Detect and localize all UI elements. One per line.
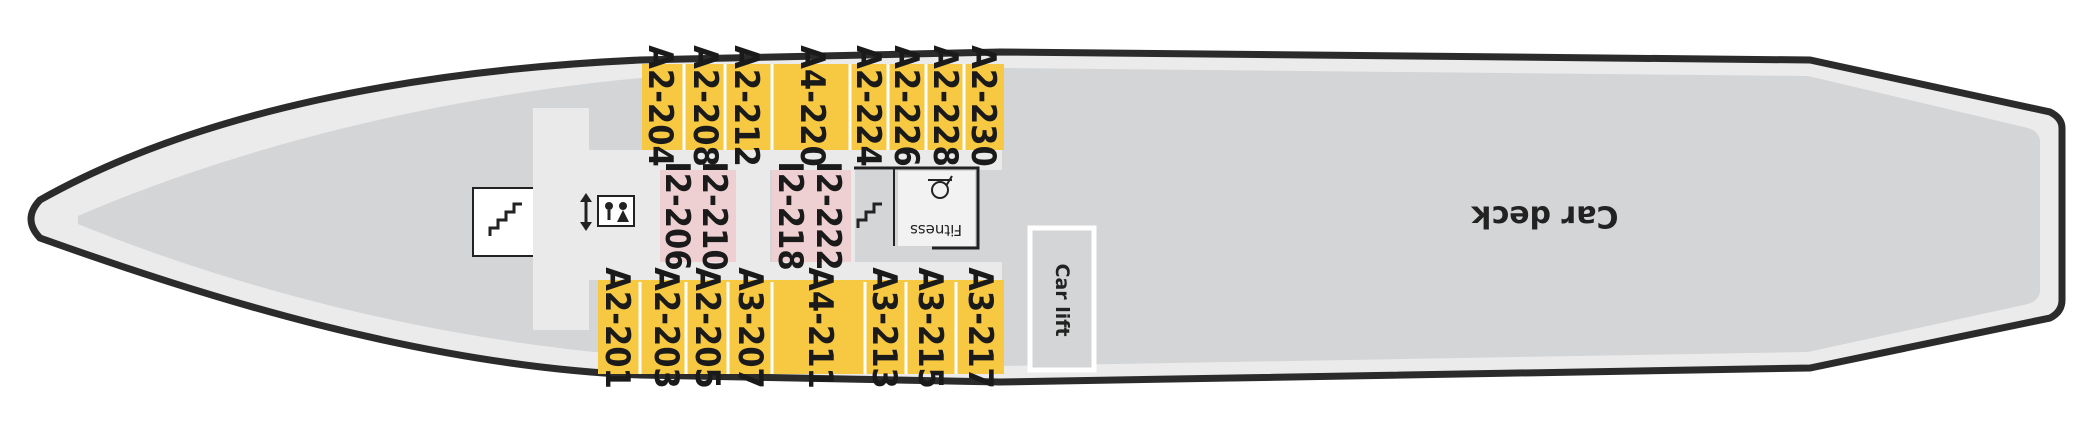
stair-hall <box>533 108 589 330</box>
car-lift <box>1027 225 1097 373</box>
wc-icon <box>597 195 635 227</box>
car-deck-label: Car deck <box>1470 199 1618 234</box>
corridor-left-top <box>533 150 593 170</box>
stairs-icon <box>856 202 882 228</box>
inside-cabin-block-2 <box>772 170 851 262</box>
cabin-label: A3-215 <box>910 267 950 389</box>
cabin-block-top <box>642 64 1004 150</box>
inside-cabin-label: I2-206 <box>657 161 697 270</box>
fitness-wall <box>854 166 980 250</box>
cabin-block-bottom <box>598 280 1004 374</box>
elevator-icon <box>580 193 592 231</box>
inside-cabin-block-1 <box>660 170 736 262</box>
cabin-label: A2-205 <box>687 267 727 389</box>
stair-wall <box>472 187 533 257</box>
cabin-label: A2-201 <box>597 267 637 389</box>
cabin-label: A2-228 <box>925 45 965 167</box>
inside-cabin-label: I2-218 <box>770 161 810 270</box>
car-lift-label: Car lift <box>1051 263 1073 336</box>
cabin-label: A2-208 <box>685 45 725 167</box>
corridor-bottom <box>590 262 1002 280</box>
inside-cabin-label: I2-222 <box>808 161 848 270</box>
cabin-label: A2-203 <box>646 267 686 389</box>
cabin-label: A3-217 <box>960 267 1000 389</box>
cabin-label: A2-230 <box>963 45 1003 167</box>
cabin-label: A3-213 <box>864 267 904 389</box>
inside-cabin-label: I2-210 <box>694 161 734 270</box>
cabin-label: A4-220 <box>792 45 832 167</box>
gym-icon <box>928 175 953 199</box>
cabin-label: A3-207 <box>730 267 770 389</box>
cabin-label: A2-212 <box>726 45 766 167</box>
cabin-label: A2-224 <box>848 45 888 167</box>
stairs-icon <box>488 202 522 236</box>
cabin-label: A2-226 <box>886 45 926 167</box>
fitness-label: Fitness <box>910 221 962 239</box>
cabin-label: A2-204 <box>640 45 680 167</box>
cabin-label: A4-211 <box>800 267 840 389</box>
corridor-top <box>590 150 1002 170</box>
corridor-mid <box>735 170 770 262</box>
